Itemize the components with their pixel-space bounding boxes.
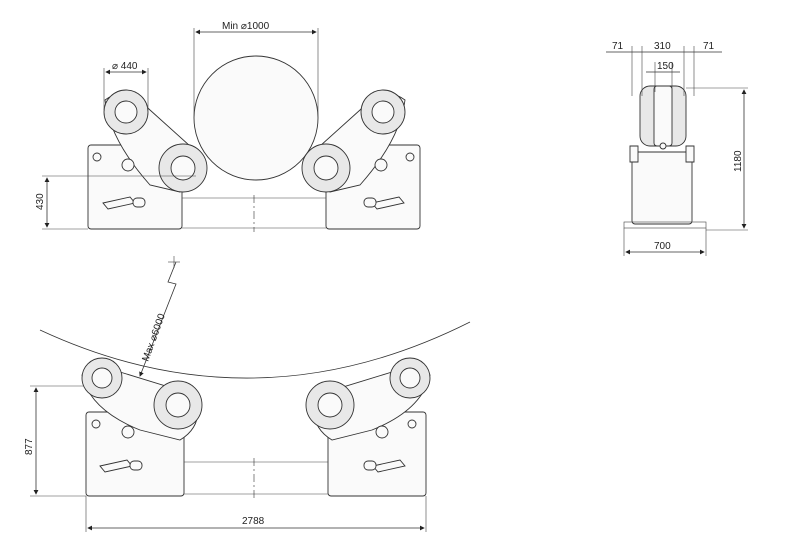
- right-outer-roller-hub: [399, 367, 421, 389]
- base-height-bottom-label: 877: [24, 438, 35, 455]
- side-brackets: [629, 145, 695, 163]
- right-inner-roller-hub: [313, 155, 339, 181]
- max-diameter-leader: [139, 261, 177, 377]
- bolt-hole-icon: [92, 152, 102, 162]
- side-body: [631, 151, 693, 225]
- bottom-front-view: Max ⌀6000 877 2788: [24, 256, 471, 532]
- bolt-hole-icon: [659, 142, 667, 150]
- left-inner-roller-hub: [170, 155, 196, 181]
- left-knob: [132, 197, 146, 208]
- side-base: [623, 221, 707, 229]
- side-mid-label: 310: [654, 41, 671, 52]
- side-height-label: 1180: [733, 150, 744, 172]
- bolt-hole-icon: [121, 425, 135, 439]
- right-knob: [363, 460, 377, 471]
- side-left-label: 71: [612, 41, 624, 52]
- left-outer-roller-hub: [91, 367, 113, 389]
- min-diameter-label: Min ⌀1000: [222, 21, 270, 32]
- machine-logo-plate-icon: [372, 459, 406, 473]
- bolt-hole-icon: [407, 419, 417, 429]
- right-knob: [363, 197, 377, 208]
- bolt-hole-icon: [405, 152, 415, 162]
- bolt-hole-icon: [375, 425, 389, 439]
- side-inner-label: 150: [657, 61, 674, 72]
- left-outer-roller-hub: [114, 100, 138, 124]
- machine-logo-plate-icon: [371, 196, 405, 210]
- right-outer-roller-hub: [371, 100, 395, 124]
- bolt-hole-icon: [121, 158, 135, 172]
- top-front-view: Min ⌀1000 ⌀ 440 430: [35, 21, 421, 232]
- max-diameter-label: Max ⌀6000: [140, 312, 168, 363]
- min-workpiece-circle: [193, 55, 319, 181]
- bolt-hole-icon: [91, 419, 101, 429]
- side-view: 71 310 71 150 1180 700: [606, 41, 748, 256]
- left-knob: [129, 460, 143, 471]
- side-right-label: 71: [703, 41, 715, 52]
- base-link: [184, 461, 328, 495]
- side-roller-core: [653, 85, 673, 147]
- bolt-hole-icon: [374, 158, 388, 172]
- max-workpiece-arc: [39, 321, 471, 379]
- base-height-top-label: 430: [35, 193, 46, 210]
- side-width-label: 700: [654, 241, 671, 252]
- right-inner-roller-hub: [317, 392, 343, 418]
- roller-diameter-label: ⌀ 440: [112, 61, 138, 72]
- left-inner-roller-hub: [165, 392, 191, 418]
- total-width-label: 2788: [242, 516, 265, 527]
